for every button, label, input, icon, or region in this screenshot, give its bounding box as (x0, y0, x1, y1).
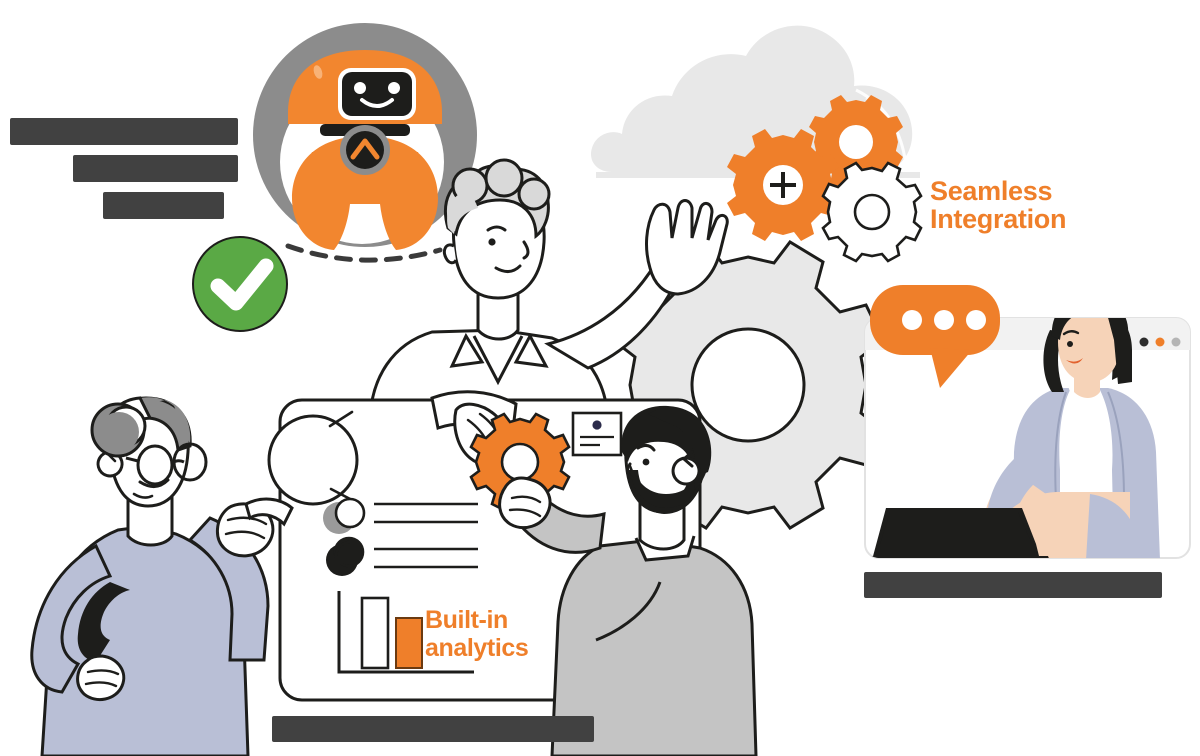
built-in-analytics-label: Built-in analytics (425, 606, 585, 662)
bottom-center-caption (272, 716, 594, 742)
seamless-line-1: Seamless (930, 176, 1053, 206)
gear-white-outline (821, 161, 923, 263)
bar-outline (360, 596, 390, 670)
bubble-dot-1 (902, 310, 922, 330)
bottom-right-caption (864, 572, 1162, 598)
robot-mascot (288, 50, 442, 250)
glasses-left-lens (136, 444, 174, 486)
browser-window[interactable] (864, 296, 1191, 566)
gear-orange-large (727, 129, 839, 241)
toggle-switch-on[interactable] (326, 536, 365, 576)
dashed-arc (285, 243, 443, 263)
toggle-switch-off[interactable] (323, 497, 366, 534)
bar-chart (337, 591, 474, 674)
green-check-badge (192, 236, 288, 332)
dashboard-card[interactable] (267, 398, 702, 702)
browser-dot-2 (1155, 337, 1165, 347)
analytics-line-1: Built-in (425, 606, 508, 634)
person-man-beard (498, 405, 758, 756)
browser-content (865, 318, 1160, 558)
top-left-caption-line-3 (103, 192, 224, 219)
top-left-caption-line-1 (10, 118, 238, 145)
chevron-up-icon (350, 138, 380, 160)
check-icon (210, 258, 274, 311)
top-left-caption-line-2 (73, 155, 238, 182)
document-card-icon (571, 411, 623, 457)
seamless-integration-label: Seamless Integration (930, 177, 1125, 234)
bar-orange (395, 617, 423, 669)
person-woman-glasses (30, 396, 294, 756)
speech-bubble (870, 285, 1000, 388)
browser-dot-3 (1171, 337, 1181, 347)
bubble-dot-2 (934, 310, 954, 330)
analytics-line-2: analytics (425, 634, 529, 662)
browser-dot-1 (1139, 337, 1149, 347)
seamless-line-2: Integration (930, 204, 1067, 235)
bubble-dot-3 (966, 310, 986, 330)
